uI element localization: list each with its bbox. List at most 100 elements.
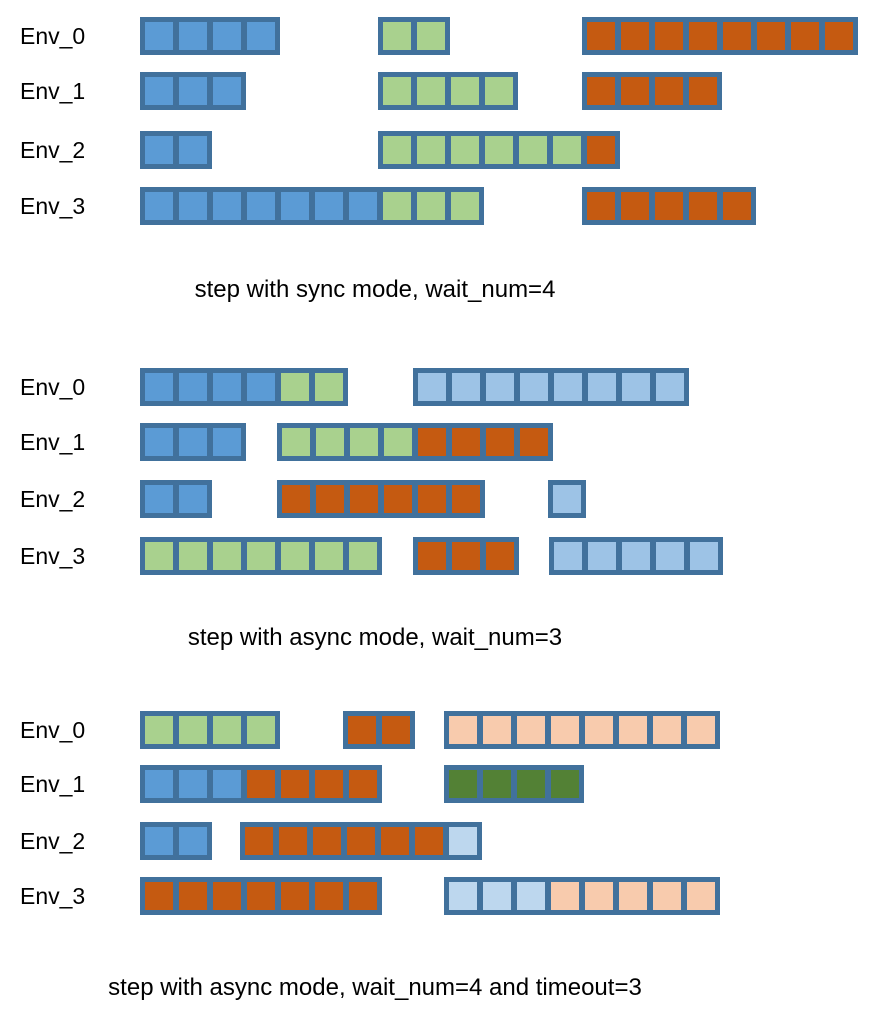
timeline-cell-blue [145,373,173,401]
env-label: Env_0 [20,374,86,400]
timeline-bar [343,711,415,749]
timeline-cell-green [281,542,309,570]
timeline-cell-green [451,77,479,105]
env-label: Env_0 [20,23,86,49]
timeline-bar [140,480,212,518]
timeline-cell-peach [653,716,681,744]
timeline-cell-paleblue [449,827,477,855]
timeline-cell-green [316,428,344,456]
timeline-cell-lightblue [554,373,582,401]
timeline-cell-blue [349,192,377,220]
timeline-cell-paleblue [483,882,511,910]
timeline-cell-orange [348,716,376,744]
timeline-cell-green [349,542,377,570]
timeline-cell-orange [486,428,514,456]
timeline-cell-green [451,136,479,164]
panel-caption: step with async mode, wait_num=4 and tim… [108,974,642,1001]
timeline-cell-orange [689,22,717,50]
timeline-cell-orange [350,485,378,513]
timeline-cell-green [417,192,445,220]
timeline-bar [140,822,212,860]
timeline-cell-orange [621,192,649,220]
timeline-cell-orange [655,22,683,50]
timeline-cell-green [417,22,445,50]
timeline-bar [582,72,722,110]
timeline-bar [444,765,584,803]
timeline-cell-green [247,716,275,744]
env-label: Env_3 [20,193,86,219]
timeline-cell-orange [791,22,819,50]
timeline-cell-blue [179,485,207,513]
timeline-cell-blue [179,373,207,401]
timeline-cell-orange [757,22,785,50]
timeline-cell-green [315,542,343,570]
timeline-cell-peach [551,882,579,910]
timeline-cell-orange [282,485,310,513]
timeline-cell-orange [418,485,446,513]
timeline-cell-orange [281,770,309,798]
timeline-cell-green [145,542,173,570]
timeline-cell-blue [179,770,207,798]
timeline-cell-orange [587,22,615,50]
timeline-cell-blue [179,192,207,220]
timeline-cell-green [145,716,173,744]
timeline-cell-orange [587,77,615,105]
timeline-cell-peach [551,716,579,744]
timeline-cell-orange [349,882,377,910]
timeline-cell-blue [145,770,173,798]
timeline-cell-peach [585,716,613,744]
timeline-cell-peach [483,716,511,744]
timeline-cell-orange [689,77,717,105]
timeline-bar [444,711,720,749]
timeline-bar [378,72,518,110]
timeline-bar [378,17,450,55]
timeline-cell-blue [145,22,173,50]
timeline-bar [378,131,620,169]
timeline-cell-peach [449,716,477,744]
timeline-cell-green [383,22,411,50]
timeline-cell-orange [279,827,307,855]
timeline-cell-blue [145,827,173,855]
timeline-cell-blue [145,485,173,513]
timeline-cell-orange [723,22,751,50]
timeline-cell-orange [281,882,309,910]
timeline-cell-orange [587,192,615,220]
timeline-cell-blue [179,136,207,164]
timeline-cell-peach [619,882,647,910]
timeline-bar [140,72,246,110]
timeline-cell-green [213,542,241,570]
timeline-bar [582,187,756,225]
timeline-cell-lightblue [520,373,548,401]
timeline-bar [240,822,482,860]
timeline-cell-green [383,192,411,220]
timeline-cell-green [383,136,411,164]
timeline-cell-paleblue [449,882,477,910]
timeline-cell-orange [418,542,446,570]
timeline-cell-green [247,542,275,570]
timeline-cell-lightblue [656,373,684,401]
timeline-cell-blue [315,192,343,220]
timeline-bar [140,537,382,575]
timeline-cell-green [485,136,513,164]
timeline-cell-blue [213,77,241,105]
timeline-cell-lightblue [554,542,582,570]
timeline-cell-orange [655,192,683,220]
timeline-cell-green [383,77,411,105]
timeline-cell-blue [213,770,241,798]
timeline-cell-orange [313,827,341,855]
timeline-cell-green [281,373,309,401]
timeline-cell-green [553,136,581,164]
timeline-cell-orange [213,882,241,910]
timeline-cell-darkgreen [483,770,511,798]
timeline-cell-orange [415,827,443,855]
timeline-cell-lightblue [588,373,616,401]
env-label: Env_2 [20,486,86,512]
timeline-cell-orange [621,22,649,50]
timeline-cell-peach [585,882,613,910]
timeline-cell-orange [452,485,480,513]
timeline-cell-orange [247,882,275,910]
timeline-bar [582,17,858,55]
timeline-cell-lightblue [622,542,650,570]
